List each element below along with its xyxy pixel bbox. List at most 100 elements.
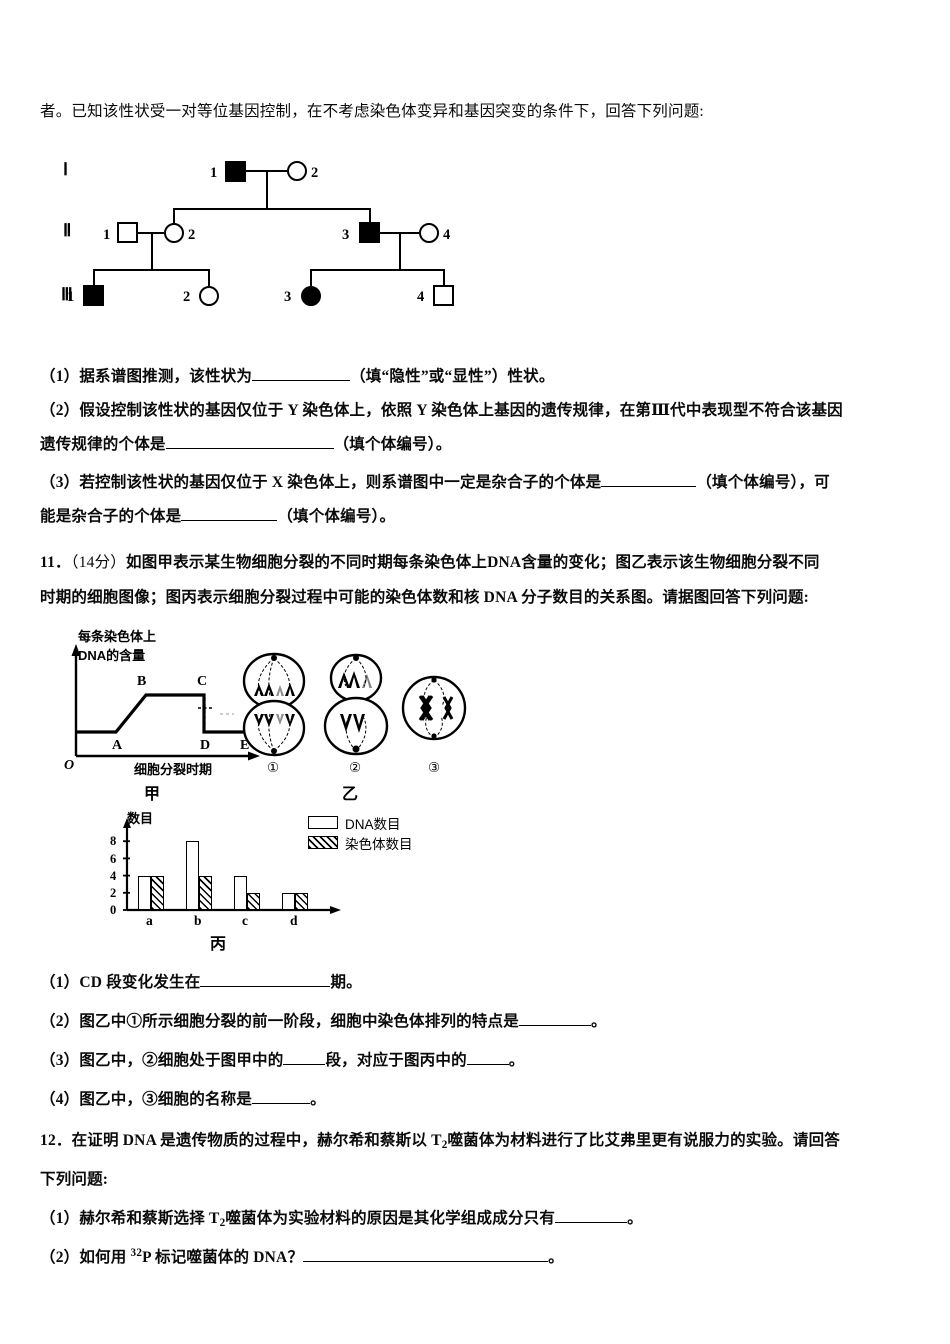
cell-label-1: ① — [267, 760, 280, 775]
q12-sub1: （1）赫尔希和蔡斯选择 T2噬菌体为实验材料的原因是其化学组成成分只有。 — [40, 1204, 912, 1233]
x-category-a: a — [146, 913, 153, 928]
sibship-line-II-right — [310, 269, 444, 271]
pedigree-individual-II-4-label: 4 — [443, 227, 451, 243]
q12-sub1-before-b: 噬菌体为实验材料的原因是其化学组成成分只有 — [225, 1210, 556, 1227]
q11-sub2-before: 图乙中①所示细胞分裂的前一阶段，细胞中染色体排列的特点是 — [79, 1013, 519, 1030]
bar-a-dna — [138, 875, 151, 910]
q10-sub2-line1: （2）假设控制该性状的基因仅位于 Y 染色体上，依照 Y 染色体上基因的遗传规律… — [40, 396, 912, 425]
q10-sub3-number: （3） — [40, 474, 80, 491]
q11-sub2-number: （2） — [40, 1013, 80, 1030]
sibship-drop-II-2 — [173, 208, 175, 226]
q11-sub3-before: 图乙中，②细胞处于图甲中的 — [79, 1052, 284, 1069]
q11-stem-line1-text: 如图甲表示某生物细胞分裂的不同时期每条染色体上DNA含量的变化；图乙表示该生物细… — [126, 554, 820, 571]
figure-bing-bar-chart: 数目 0 2 4 6 8 a b — [105, 811, 435, 953]
x-category-d: d — [290, 913, 298, 928]
descent-line-II-right — [399, 232, 401, 270]
sibship-drop-III-4 — [443, 269, 445, 286]
legend-swatch-dna — [308, 816, 338, 829]
bar-a-chromosome — [151, 875, 164, 910]
jia-point-label-D: D — [200, 738, 211, 753]
pedigree-individual-I-2-label: 2 — [311, 165, 319, 181]
y-axis-label-line2: DNA的含量 — [78, 648, 146, 663]
q11-sub1-before: CD 段变化发生在 — [79, 974, 201, 991]
q12-sub1-blank[interactable] — [555, 1208, 628, 1223]
q11-sub4: （4）图乙中，③细胞的名称是。 — [40, 1085, 912, 1114]
q10-sub2-number: （2） — [40, 402, 80, 419]
q11-sub3-mid: 段，对应于图丙中的 — [325, 1052, 467, 1069]
cell-diagram-2 — [323, 653, 389, 756]
y-axis-label-bing: 数目 — [127, 811, 154, 826]
q12-sub2-before-a: 如何用 — [79, 1249, 131, 1266]
cell-diagram-3 — [401, 675, 467, 741]
figure-jia-line-graph: 每条染色体上 DNA的含量 A B C D E O 细胞分裂时期 甲 — [62, 628, 277, 803]
bar-c-chromosome — [247, 892, 260, 910]
y-tick-6: 6 — [110, 852, 117, 866]
pedigree-individual-III-1-label: 1 — [67, 289, 75, 305]
sibship-drop-II-3 — [369, 208, 371, 225]
y-tick-8: 8 — [110, 834, 117, 848]
q12-sub1-t2-subscript: 2 — [219, 1216, 226, 1229]
generation-label-1: Ⅰ — [63, 160, 69, 179]
q10-sub2-blank[interactable] — [165, 434, 334, 449]
pedigree-individual-III-2 — [199, 286, 219, 306]
figure-caption-bing: 丙 — [210, 936, 227, 953]
q10-sub2-line2-before: 遗传规律的个体是 — [40, 436, 166, 453]
q10-sub3-blank1[interactable] — [601, 472, 697, 487]
pedigree-individual-III-4 — [433, 285, 454, 306]
figure-caption-yi: 乙 — [342, 786, 359, 803]
q12-sub2-after: 。 — [548, 1249, 564, 1266]
q12-sub2-before-b: P 标记噬菌体的 DNA？ — [142, 1249, 304, 1266]
descent-line-I — [266, 170, 268, 209]
bing-axes-svg — [123, 818, 341, 914]
q10-sub2-line2-after: （填个体编号）。 — [333, 436, 452, 453]
q11-score: （14分） — [70, 554, 127, 571]
q11-sub1-blank[interactable] — [200, 972, 331, 987]
sibship-drop-III-3 — [310, 269, 312, 286]
pedigree-individual-II-3 — [359, 222, 380, 243]
q11-sub3-blank1[interactable] — [283, 1050, 326, 1065]
q12-sub1-after: 。 — [627, 1210, 643, 1227]
q11-sub3: （3）图乙中，②细胞处于图甲中的 段，对应于图丙中的 。 — [40, 1046, 912, 1075]
pedigree-individual-III-3 — [301, 286, 321, 306]
jia-point-label-C: C — [197, 674, 208, 689]
generation-label-2: Ⅱ — [63, 221, 72, 240]
q12-sub2-blank[interactable] — [303, 1247, 549, 1262]
q10-sub2-line2: 遗传规律的个体是 （填个体编号）。 — [40, 430, 912, 459]
intro-paragraph: 者。已知该性状受一对等位基因控制，在不考虑染色体变异和基因突变的条件下，回答下列… — [40, 103, 704, 120]
y-tick-0: 0 — [110, 903, 117, 917]
q11-sub3-number: （3） — [40, 1052, 80, 1069]
q11-stem-line1: 11．（14分）如图甲表示某生物细胞分裂的不同时期每条染色体上DNA含量的变化；… — [40, 548, 912, 577]
jia-plot-svg — [71, 644, 260, 761]
sibship-drop-III-2 — [208, 269, 210, 286]
cell-diagram-1 — [242, 652, 306, 757]
q11-sub4-blank[interactable] — [252, 1089, 311, 1104]
cell-label-3: ③ — [428, 760, 441, 775]
q10-sub1-blank[interactable] — [252, 366, 351, 381]
q12-number: 12． — [40, 1132, 72, 1149]
pedigree-individual-I-1 — [225, 161, 246, 182]
q11-sub2-blank[interactable] — [518, 1011, 591, 1026]
pedigree-individual-II-3-label: 3 — [342, 227, 350, 243]
q10-sub3-blank2[interactable] — [181, 506, 278, 521]
q11-sub4-after: 。 — [310, 1091, 326, 1108]
pedigree-individual-I-2 — [287, 161, 307, 181]
y-tick-4: 4 — [110, 869, 117, 883]
q11-sub3-after: 。 — [508, 1052, 525, 1069]
pedigree-individual-II-2-label: 2 — [188, 227, 196, 243]
bar-b-dna — [186, 841, 199, 910]
q11-sub4-before: 图乙中，③细胞的名称是 — [79, 1091, 253, 1108]
q11-sub3-blank2[interactable] — [466, 1050, 509, 1065]
sibship-drop-III-1 — [93, 269, 95, 286]
q12-sub1-number: （1） — [40, 1210, 80, 1227]
bar-c-dna — [234, 875, 247, 910]
q12-sub2-p32-superscript: 32 — [130, 1247, 143, 1260]
sibship-line-I — [173, 208, 370, 210]
pedigree-chart: Ⅰ Ⅱ Ⅲ 1 2 1 2 — [55, 148, 475, 333]
descent-line-II-left — [151, 232, 153, 270]
jia-point-label-A: A — [112, 738, 123, 753]
q11-sub1-after: 期。 — [330, 974, 362, 991]
pedigree-individual-I-1-label: 1 — [210, 165, 218, 181]
q10-sub1-number: （1） — [40, 368, 80, 385]
q10-sub3-line1-mid: （填个体编号），可 — [696, 474, 830, 491]
